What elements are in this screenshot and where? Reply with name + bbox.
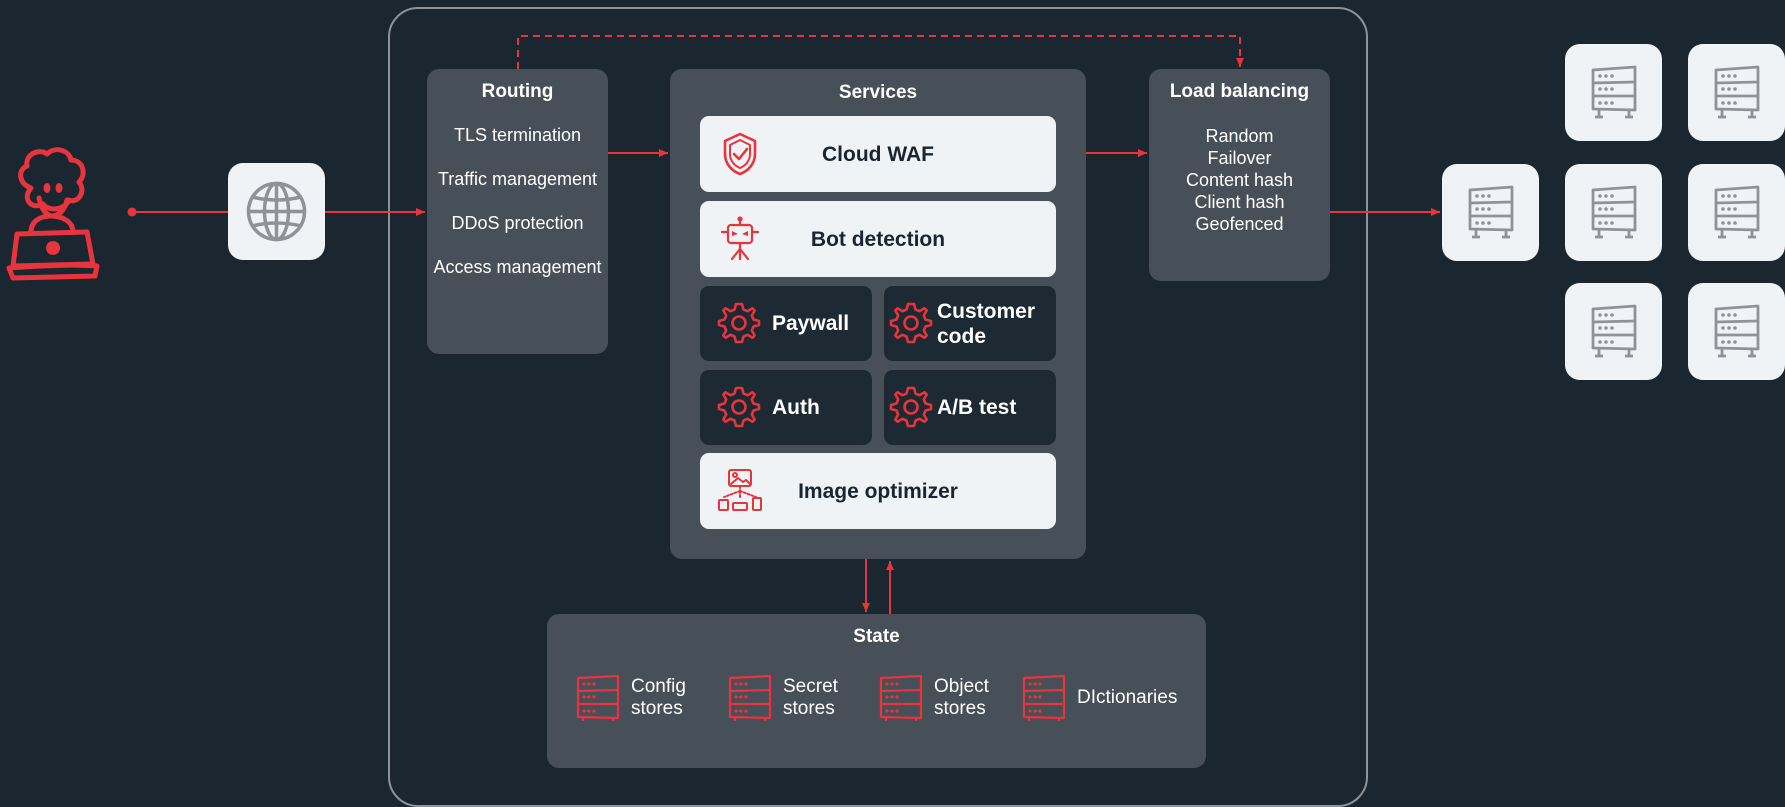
service-bot-detection: Bot detection bbox=[700, 201, 1056, 277]
routing-item-traffic: Traffic management bbox=[437, 169, 598, 189]
service-cloud-waf: Cloud WAF bbox=[700, 116, 1056, 192]
origin-server-tile bbox=[1565, 44, 1662, 141]
lb-item-client-hash: Client hash bbox=[1194, 192, 1285, 212]
server-icon bbox=[1591, 185, 1637, 239]
gear-icon bbox=[717, 386, 761, 428]
service-auth-label: Auth bbox=[772, 396, 820, 419]
server-icon bbox=[1714, 65, 1760, 119]
state-item-label: Object stores bbox=[934, 676, 989, 719]
routing-title: Routing bbox=[481, 81, 554, 102]
service-paywall-label: Paywall bbox=[772, 312, 850, 335]
server-icon bbox=[1022, 674, 1066, 721]
origin-server-tile bbox=[1565, 283, 1662, 380]
service-image-optimizer: Image optimizer bbox=[700, 453, 1056, 529]
service-ab-test: A/B test bbox=[884, 370, 1056, 445]
service-auth: Auth bbox=[700, 370, 872, 445]
load-balancing-panel: Load balancing Random Failover Content h… bbox=[1149, 69, 1330, 281]
robot-icon bbox=[720, 216, 760, 261]
image-devices-icon bbox=[718, 469, 762, 511]
lb-item-failover: Failover bbox=[1207, 148, 1272, 168]
service-cloud-waf-label: Cloud WAF bbox=[822, 142, 934, 166]
internet-globe-tile bbox=[228, 163, 325, 260]
service-image-optimizer-label: Image optimizer bbox=[798, 479, 958, 503]
state-panel: State Config stores bbox=[547, 614, 1206, 768]
server-icon bbox=[728, 674, 772, 721]
state-item-label: Config stores bbox=[631, 676, 686, 719]
load-balancing-title: Load balancing bbox=[1169, 81, 1310, 102]
origin-server-tile bbox=[1442, 164, 1539, 261]
routing-item-access: Access management bbox=[433, 257, 602, 277]
origin-server-tile bbox=[1688, 283, 1785, 380]
server-icon bbox=[1714, 304, 1760, 358]
state-item-secret-stores: Secret stores bbox=[727, 674, 853, 722]
server-icon bbox=[879, 674, 923, 721]
origin-server-tile bbox=[1565, 164, 1662, 261]
lb-item-random: Random bbox=[1205, 126, 1274, 146]
state-title: State bbox=[853, 626, 900, 647]
state-item-dictionaries: DIctionaries bbox=[1021, 674, 1177, 722]
gear-icon bbox=[889, 302, 933, 344]
lb-item-content-hash: Content hash bbox=[1185, 170, 1294, 190]
services-title: Services bbox=[838, 82, 918, 103]
origin-server-tile bbox=[1688, 44, 1785, 141]
globe-icon bbox=[246, 181, 307, 242]
server-icon bbox=[576, 674, 620, 721]
shield-check-icon bbox=[723, 132, 757, 176]
server-icon bbox=[1468, 185, 1514, 239]
service-ab-test-label: A/B test bbox=[937, 396, 1017, 419]
lb-item-geofenced: Geofenced bbox=[1195, 214, 1284, 234]
routing-panel: Routing TLS termination Traffic manageme… bbox=[427, 69, 608, 354]
state-item-config-stores: Config stores bbox=[575, 674, 701, 722]
service-paywall: Paywall bbox=[700, 286, 872, 361]
server-icon bbox=[1591, 65, 1637, 119]
client-user bbox=[3, 142, 103, 282]
state-item-object-stores: Object stores bbox=[878, 674, 1004, 722]
state-item-label: Secret stores bbox=[783, 676, 838, 719]
origin-server-tile bbox=[1688, 164, 1785, 261]
gear-icon bbox=[717, 302, 761, 344]
routing-item-tls: TLS termination bbox=[453, 125, 582, 145]
service-bot-detection-label: Bot detection bbox=[810, 227, 946, 251]
state-item-label: DIctionaries bbox=[1077, 687, 1178, 708]
server-icon bbox=[1591, 304, 1637, 358]
user-laptop-icon bbox=[6, 147, 100, 281]
gear-icon bbox=[889, 386, 933, 428]
load-balancing-list: Random Failover Content hash Client hash… bbox=[1149, 125, 1330, 235]
client-origin-dot bbox=[127, 207, 137, 217]
routing-list: TLS termination Traffic management DDoS … bbox=[433, 124, 602, 300]
server-icon bbox=[1714, 185, 1760, 239]
service-customer-code-label: Customer code bbox=[937, 299, 1036, 348]
service-customer-code: Customer code bbox=[884, 286, 1056, 361]
routing-item-ddos: DDoS protection bbox=[451, 213, 584, 233]
